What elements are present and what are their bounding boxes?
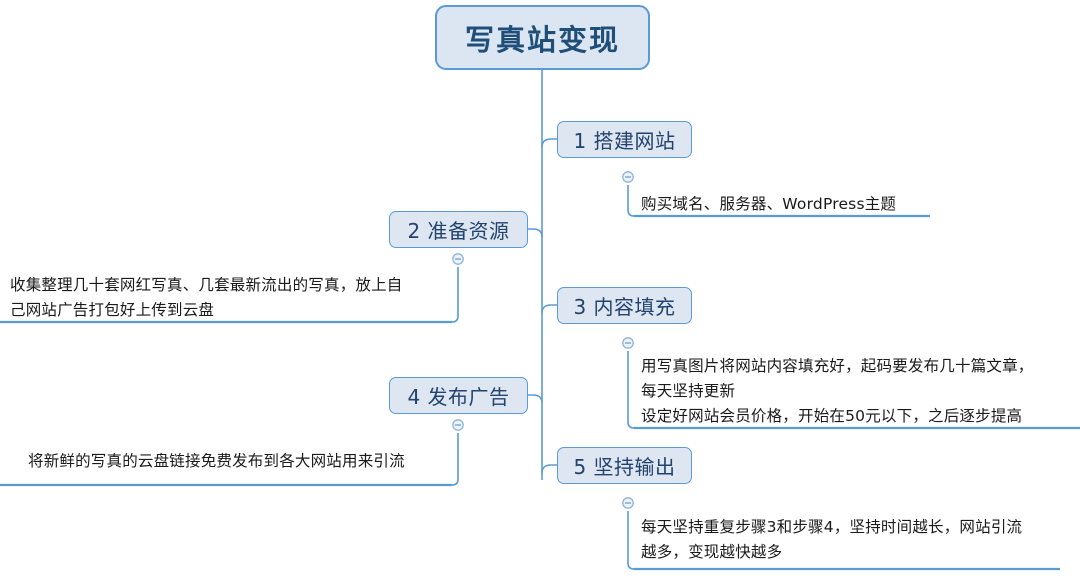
collapse-toggle-branch-4[interactable]: [452, 419, 464, 431]
leaf-node-2-line-2: 己网站广告打包好上传到云盘: [10, 301, 215, 319]
branch-node-4[interactable]: 4 发布广告: [389, 377, 528, 414]
branch-node-3-label: 3 内容填充: [573, 295, 676, 319]
branch-node-4-label: 4 发布广告: [407, 385, 510, 409]
root-node-label: 写真站变现: [464, 22, 620, 57]
branch-node-1[interactable]: 1 搭建网站: [557, 121, 692, 158]
leaf-node-2-line-1: 收集整理几十套网红写真、几套最新流出的写真，放上自: [10, 276, 403, 294]
trunk-to-branch-4: [528, 394, 543, 404]
leaf-node-4-line-1: 将新鲜的写真的云盘链接免费发布到各大网站用来引流: [28, 452, 405, 470]
branch-node-1-label: 1 搭建网站: [573, 129, 676, 153]
leaf-node-3-line-1: 用写真图片将网站内容填充好，起码要发布几十篇文章，: [641, 357, 1034, 375]
branch-node-5[interactable]: 5 坚持输出: [557, 447, 692, 484]
collapse-toggle-branch-2[interactable]: [452, 253, 464, 265]
leaf-node-1[interactable]: 购买域名、服务器、WordPress主题: [641, 192, 1061, 217]
leaf-node-3[interactable]: 用写真图片将网站内容填充好，起码要发布几十篇文章， 每天坚持更新 设定好网站会员…: [641, 354, 1080, 429]
leaf-node-3-line-2: 每天坚持更新: [641, 382, 736, 400]
leaf-node-5-line-1: 每天坚持重复步骤3和步骤4，坚持时间越长，网站引流: [641, 518, 1023, 536]
leaf-node-4[interactable]: 将新鲜的写真的云盘链接免费发布到各大网站用来引流: [28, 449, 458, 474]
branch-node-2-label: 2 准备资源: [407, 219, 510, 243]
leaf-node-1-line-1: 购买域名、服务器、WordPress主题: [641, 195, 897, 213]
trunk-to-branch-2: [528, 228, 543, 238]
collapse-toggle-branch-1[interactable]: [622, 171, 634, 183]
leaf-node-3-line-3: 设定好网站会员价格，开始在50元以下，之后逐步提高: [641, 407, 1023, 425]
trunk-to-branch-5: [541, 464, 557, 474]
leaf-node-5[interactable]: 每天坚持重复步骤3和步骤4，坚持时间越长，网站引流 越多，变现越快越多: [641, 515, 1071, 565]
branch-node-5-label: 5 坚持输出: [573, 455, 676, 479]
branch-node-3[interactable]: 3 内容填充: [557, 287, 692, 324]
collapse-toggle-branch-5[interactable]: [622, 497, 634, 509]
trunk-to-branch-3: [541, 304, 557, 314]
trunk-to-branch-1: [541, 138, 557, 148]
root-node[interactable]: 写真站变现: [435, 5, 650, 70]
branch-node-2[interactable]: 2 准备资源: [389, 211, 528, 248]
leaf-node-2[interactable]: 收集整理几十套网红写真、几套最新流出的写真，放上自 己网站广告打包好上传到云盘: [10, 273, 450, 323]
collapse-toggle-branch-3[interactable]: [622, 337, 634, 349]
leaf-node-5-line-2: 越多，变现越快越多: [641, 543, 783, 561]
